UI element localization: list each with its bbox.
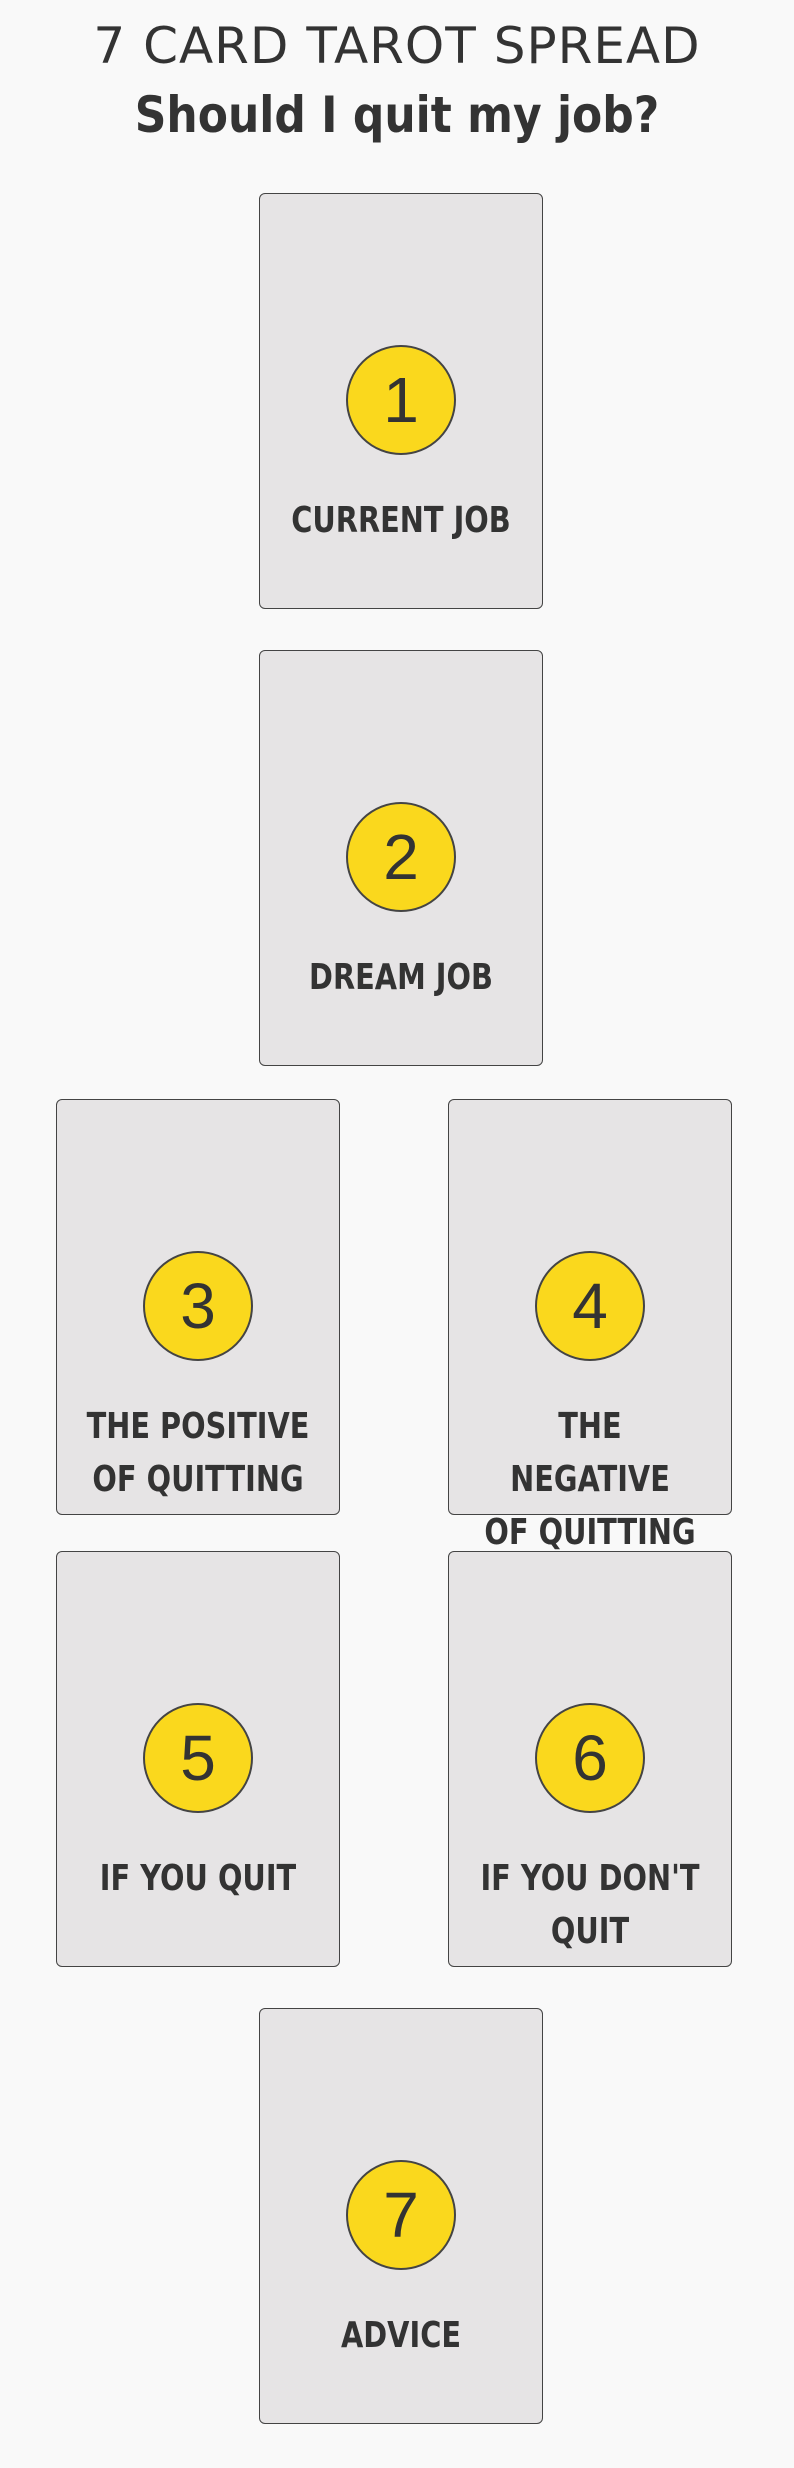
tarot-card-3[interactable]: 3 THE POSITIVE OF QUITTING (56, 1099, 340, 1515)
card-number-badge: 4 (535, 1251, 645, 1361)
card-position-label: IF YOU QUIT (85, 1852, 311, 1905)
card-label-line: QUIT (550, 1911, 630, 1952)
card-number-badge: 3 (143, 1251, 253, 1361)
card-position-label: CURRENT JOB (288, 494, 514, 547)
card-label-line: OF QUITTING (92, 1459, 304, 1500)
card-label-line: ADVICE (340, 2315, 461, 2356)
card-label-line: CURRENT JOB (291, 500, 511, 541)
card-position-label: ADVICE (288, 2309, 514, 2362)
spread-title: 7 CARD TAROT SPREAD (93, 17, 701, 75)
tarot-card-1[interactable]: 1 CURRENT JOB (259, 193, 543, 609)
card-number-badge: 2 (346, 802, 456, 912)
tarot-card-2[interactable]: 2 DREAM JOB (259, 650, 543, 1066)
card-number-badge: 7 (346, 2160, 456, 2270)
tarot-card-5[interactable]: 5 IF YOU QUIT (56, 1551, 340, 1967)
tarot-card-6[interactable]: 6 IF YOU DON'T QUIT (448, 1551, 732, 1967)
tarot-card-4[interactable]: 4 THE NEGATIVE OF QUITTING (448, 1099, 732, 1553)
card-label-line: DREAM JOB (309, 957, 493, 998)
card-number-badge: 1 (346, 345, 456, 455)
spread-question: Should I quit my job? (134, 86, 660, 144)
card-position-label: IF YOU DON'T QUIT (477, 1852, 703, 1958)
card-number-badge: 5 (143, 1703, 253, 1813)
tarot-card-7[interactable]: 7 ADVICE (259, 2008, 543, 2424)
card-label-line: THE POSITIVE (86, 1406, 310, 1447)
card-position-label: THE POSITIVE OF QUITTING (85, 1400, 311, 1506)
card-label-line: THE NEGATIVE (510, 1406, 670, 1500)
card-number-badge: 6 (535, 1703, 645, 1813)
card-label-line: OF QUITTING (484, 1512, 696, 1553)
card-label-line: IF YOU QUIT (99, 1858, 297, 1899)
card-position-label: THE NEGATIVE OF QUITTING (477, 1400, 703, 1559)
card-position-label: DREAM JOB (288, 951, 514, 1004)
card-label-line: IF YOU DON'T (480, 1858, 700, 1899)
